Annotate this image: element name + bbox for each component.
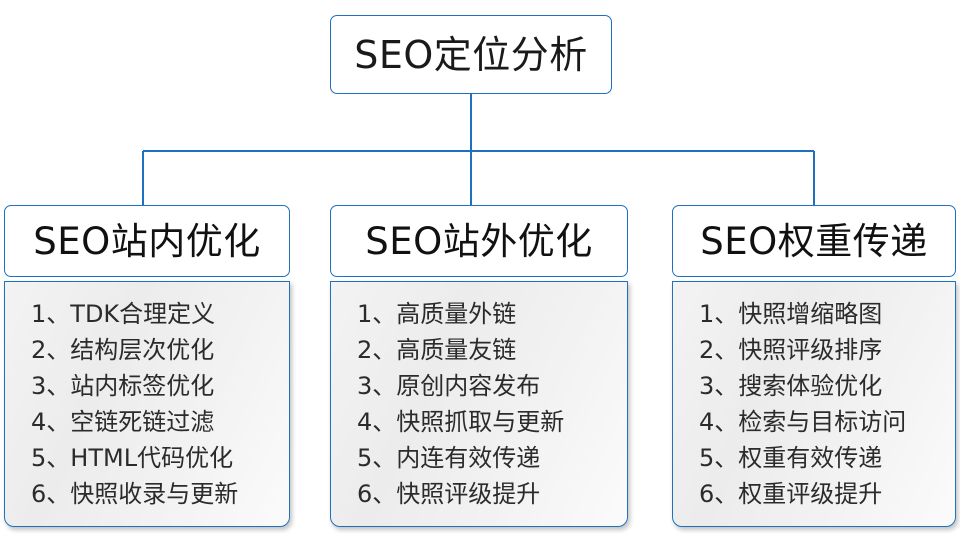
list-item-text: 空链死链过滤 <box>70 408 215 436</box>
list-item: 5、权重有效传递 <box>699 440 955 476</box>
root-node: SEO定位分析 <box>330 15 612 94</box>
list-item-text: 原创内容发布 <box>396 372 541 400</box>
list-item: 6、快照收录与更新 <box>31 476 289 512</box>
list-item-index: 6、 <box>31 480 71 508</box>
list-item-text: 权重评级提升 <box>738 480 883 508</box>
list-item-text: 搜索体验优化 <box>738 372 883 400</box>
branch-body-2: 1、高质量外链 2、高质量友链 3、原创内容发布 4、快照抓取与更新 5、内连有… <box>330 281 628 527</box>
list-item-index: 1、 <box>31 300 71 328</box>
branch-header-3: SEO权重传递 <box>672 205 956 277</box>
branch-column-1: SEO站内优化 1、TDK合理定义 2、结构层次优化 3、站内标签优化 4、空链… <box>4 205 290 527</box>
list-item: 3、站内标签优化 <box>31 368 289 404</box>
list-item-index: 2、 <box>31 336 71 364</box>
list-item-text: TDK合理定义 <box>70 300 216 328</box>
branch-column-3: SEO权重传递 1、快照增缩略图 2、快照评级排序 3、搜索体验优化 4、检索与… <box>672 205 956 527</box>
list-item-index: 4、 <box>31 408 71 436</box>
list-item-index: 3、 <box>31 372 71 400</box>
list-item: 5、内连有效传递 <box>357 440 627 476</box>
list-item-text: 快照收录与更新 <box>70 480 239 508</box>
branch-header-1: SEO站内优化 <box>4 205 290 277</box>
list-item-text: 高质量友链 <box>396 336 517 364</box>
list-item-text: 高质量外链 <box>396 300 517 328</box>
list-item-text: 权重有效传递 <box>738 444 883 472</box>
list-item-text: 内连有效传递 <box>396 444 541 472</box>
list-item-text: 检索与目标访问 <box>738 408 907 436</box>
branch-body-3: 1、快照增缩略图 2、快照评级排序 3、搜索体验优化 4、检索与目标访问 5、权… <box>672 281 956 527</box>
list-item-index: 3、 <box>357 372 397 400</box>
list-item-index: 5、 <box>357 444 397 472</box>
branch-body-1: 1、TDK合理定义 2、结构层次优化 3、站内标签优化 4、空链死链过滤 5、H… <box>4 281 290 527</box>
list-item-text: HTML代码优化 <box>70 444 234 472</box>
list-item: 4、检索与目标访问 <box>699 404 955 440</box>
list-item: 4、快照抓取与更新 <box>357 404 627 440</box>
list-item-index: 5、 <box>31 444 71 472</box>
root-node-label: SEO定位分析 <box>354 32 588 77</box>
list-item: 2、快照评级排序 <box>699 332 955 368</box>
list-item: 5、HTML代码优化 <box>31 440 289 476</box>
list-item: 1、快照增缩略图 <box>699 296 955 332</box>
list-item-index: 4、 <box>699 408 739 436</box>
list-item: 4、空链死链过滤 <box>31 404 289 440</box>
list-item-index: 6、 <box>699 480 739 508</box>
branch-header-label: SEO站外优化 <box>365 219 593 263</box>
list-item-text: 站内标签优化 <box>70 372 215 400</box>
list-item: 2、结构层次优化 <box>31 332 289 368</box>
branch-column-2: SEO站外优化 1、高质量外链 2、高质量友链 3、原创内容发布 4、快照抓取与… <box>330 205 628 527</box>
list-item: 6、权重评级提升 <box>699 476 955 512</box>
list-item-index: 4、 <box>357 408 397 436</box>
branch-list-3: 1、快照增缩略图 2、快照评级排序 3、搜索体验优化 4、检索与目标访问 5、权… <box>673 296 955 512</box>
branch-header-label: SEO权重传递 <box>700 219 928 263</box>
list-item-index: 3、 <box>699 372 739 400</box>
list-item: 2、高质量友链 <box>357 332 627 368</box>
branch-header-2: SEO站外优化 <box>330 205 628 277</box>
list-item-text: 快照抓取与更新 <box>396 408 565 436</box>
list-item-index: 1、 <box>357 300 397 328</box>
list-item-text: 快照评级排序 <box>738 336 883 364</box>
list-item-text: 快照评级提升 <box>396 480 541 508</box>
branch-list-1: 1、TDK合理定义 2、结构层次优化 3、站内标签优化 4、空链死链过滤 5、H… <box>5 296 289 512</box>
list-item-text: 快照增缩略图 <box>738 300 883 328</box>
branch-list-2: 1、高质量外链 2、高质量友链 3、原创内容发布 4、快照抓取与更新 5、内连有… <box>331 296 627 512</box>
list-item: 6、快照评级提升 <box>357 476 627 512</box>
list-item: 3、搜索体验优化 <box>699 368 955 404</box>
list-item: 1、高质量外链 <box>357 296 627 332</box>
list-item-index: 5、 <box>699 444 739 472</box>
list-item: 1、TDK合理定义 <box>31 296 289 332</box>
list-item-text: 结构层次优化 <box>70 336 215 364</box>
list-item-index: 2、 <box>357 336 397 364</box>
list-item-index: 1、 <box>699 300 739 328</box>
list-item: 3、原创内容发布 <box>357 368 627 404</box>
list-item-index: 2、 <box>699 336 739 364</box>
list-item-index: 6、 <box>357 480 397 508</box>
branch-header-label: SEO站内优化 <box>33 219 261 263</box>
